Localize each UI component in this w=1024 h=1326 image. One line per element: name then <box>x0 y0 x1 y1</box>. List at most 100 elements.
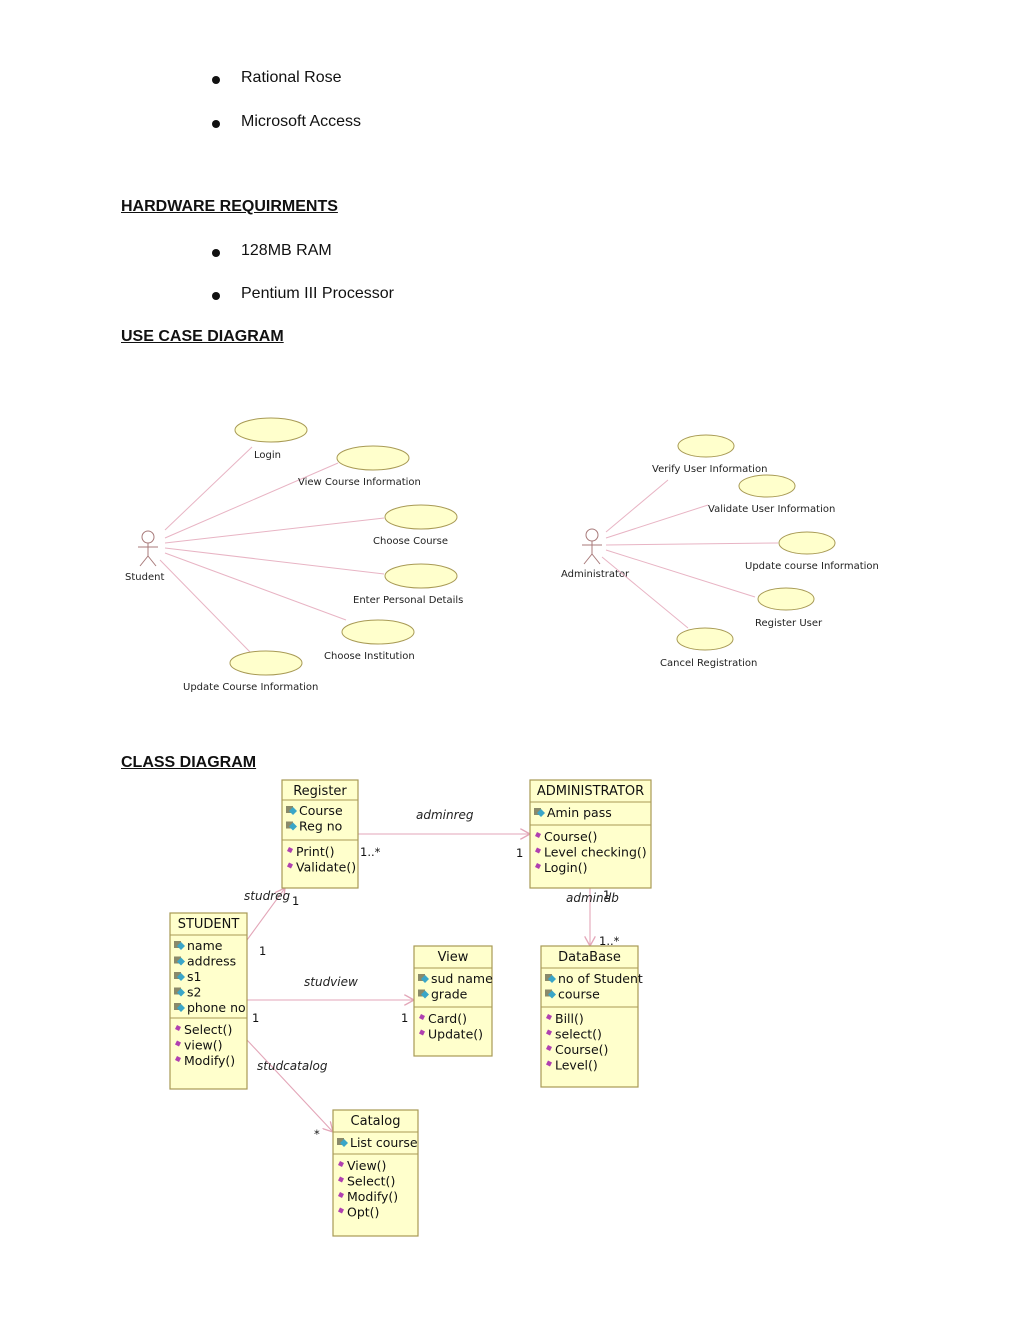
usecase-register-user <box>757 587 815 611</box>
operation-icon <box>338 1176 344 1183</box>
multiplicity: 1 <box>603 888 610 902</box>
operation-icon <box>175 1056 181 1062</box>
assoc-line <box>605 549 756 598</box>
assoc-line <box>605 479 669 533</box>
usecase-label: Enter Personal Details <box>353 595 463 606</box>
class-operation: Card() <box>428 1011 467 1026</box>
class-operation: Select() <box>347 1174 395 1189</box>
class-attribute: Reg no <box>299 819 342 834</box>
usecase-view-course <box>336 445 410 471</box>
multiplicity: 1 <box>516 846 523 860</box>
usecase-login <box>234 417 308 443</box>
assoc-line <box>164 547 385 575</box>
attribute-icon <box>286 806 297 815</box>
relation-label: studview <box>304 975 358 989</box>
attribute-icon <box>174 1003 185 1012</box>
class-operation: Modify() <box>347 1189 398 1204</box>
usecase-label: Validate User Information <box>708 504 835 515</box>
operation-icon <box>535 863 541 869</box>
attribute-icon <box>418 974 429 983</box>
multiplicity: 1 <box>259 944 266 958</box>
usecase-label: Cancel Registration <box>660 658 757 669</box>
class-attribute: course <box>558 987 600 1002</box>
class-box-frame <box>169 912 248 1090</box>
student-actor-icon <box>138 530 158 567</box>
class-operation: Print() <box>296 844 335 859</box>
usecase-label: Update Course Information <box>183 682 318 693</box>
software-item: Rational Rose <box>241 69 342 86</box>
multiplicity: 1 <box>292 894 299 908</box>
hardware-item: 128MB RAM <box>241 242 332 259</box>
attribute-icon <box>174 972 185 981</box>
class-box-frame <box>281 779 359 889</box>
usecase-label: Verify User Information <box>652 464 767 475</box>
class-operation: Modify() <box>184 1053 235 1068</box>
bullet-dot <box>212 120 220 128</box>
usecase-label: View Course Information <box>298 477 421 488</box>
attribute-icon <box>545 989 556 999</box>
attribute-icon <box>174 941 185 950</box>
class-operation: Course() <box>544 829 597 844</box>
multiplicity: 1 <box>236 1050 243 1064</box>
class-diagram-heading: CLASS DIAGRAM <box>121 754 257 771</box>
operation-icon <box>419 1014 425 1020</box>
class-box-frame <box>540 945 639 1088</box>
usecase-choose-institution <box>341 619 415 645</box>
class-attribute: phone no <box>187 1000 246 1015</box>
class-operation: select() <box>555 1027 602 1042</box>
usecase-label: Update course Information <box>745 561 879 572</box>
class-operation: Level() <box>555 1058 598 1073</box>
usecase-update-course <box>229 650 303 676</box>
assoc-line <box>159 559 251 653</box>
usecase-verify-user <box>677 434 735 458</box>
assoc-line <box>605 542 779 546</box>
administrator-actor-label: Administrator <box>561 569 630 580</box>
assoc-line <box>164 517 385 544</box>
assoc-line <box>164 446 253 531</box>
hardware-item: Pentium III Processor <box>241 285 394 302</box>
class-name: STUDENT <box>178 917 240 932</box>
usecase-update-course-info <box>778 531 836 555</box>
operation-icon <box>546 1029 552 1036</box>
operation-icon <box>535 847 541 854</box>
operation-icon <box>535 832 541 838</box>
usecase-label: Choose Course <box>373 536 448 547</box>
attribute-icon <box>174 956 185 966</box>
assoc-line <box>164 552 347 621</box>
relation-label: studreg <box>244 889 290 903</box>
multiplicity: 1 <box>252 1011 259 1025</box>
operation-icon <box>546 1060 552 1067</box>
attribute-icon <box>337 1138 348 1147</box>
multiplicity: 1..* <box>599 934 620 948</box>
administrator-actor-icon <box>582 528 602 565</box>
multiplicity: * <box>314 1127 320 1141</box>
relation-label: adminreg <box>416 808 474 822</box>
assoc-line <box>601 556 689 629</box>
usecase-enter-details <box>384 563 458 589</box>
class-attribute: Amin pass <box>547 805 612 820</box>
software-item: Microsoft Access <box>241 113 362 130</box>
usecase-label: Register User <box>755 618 823 629</box>
class-box-frame <box>332 1109 419 1237</box>
class-name: ADMINISTRATOR <box>537 784 644 799</box>
student-actor-label: Student <box>125 572 164 583</box>
class-operation: Course() <box>555 1042 608 1057</box>
relation-label: studcatalog <box>257 1059 328 1073</box>
class-operation: Opt() <box>347 1205 379 1220</box>
class-attribute: grade <box>431 987 468 1002</box>
multiplicity: 1..* <box>360 845 381 859</box>
class-box-frame <box>529 779 652 889</box>
bullet-dot <box>212 76 220 84</box>
bullet-dot <box>212 292 220 300</box>
relation-studreg <box>246 888 285 941</box>
class-attribute: sud name <box>431 971 493 986</box>
assoc-line <box>605 504 709 539</box>
class-attribute: List course <box>350 1135 418 1150</box>
multiplicity: 1 <box>401 1011 408 1025</box>
class-operation: Login() <box>544 860 587 875</box>
class-attribute: s1 <box>187 969 201 984</box>
class-attribute: no of Student <box>558 971 643 986</box>
